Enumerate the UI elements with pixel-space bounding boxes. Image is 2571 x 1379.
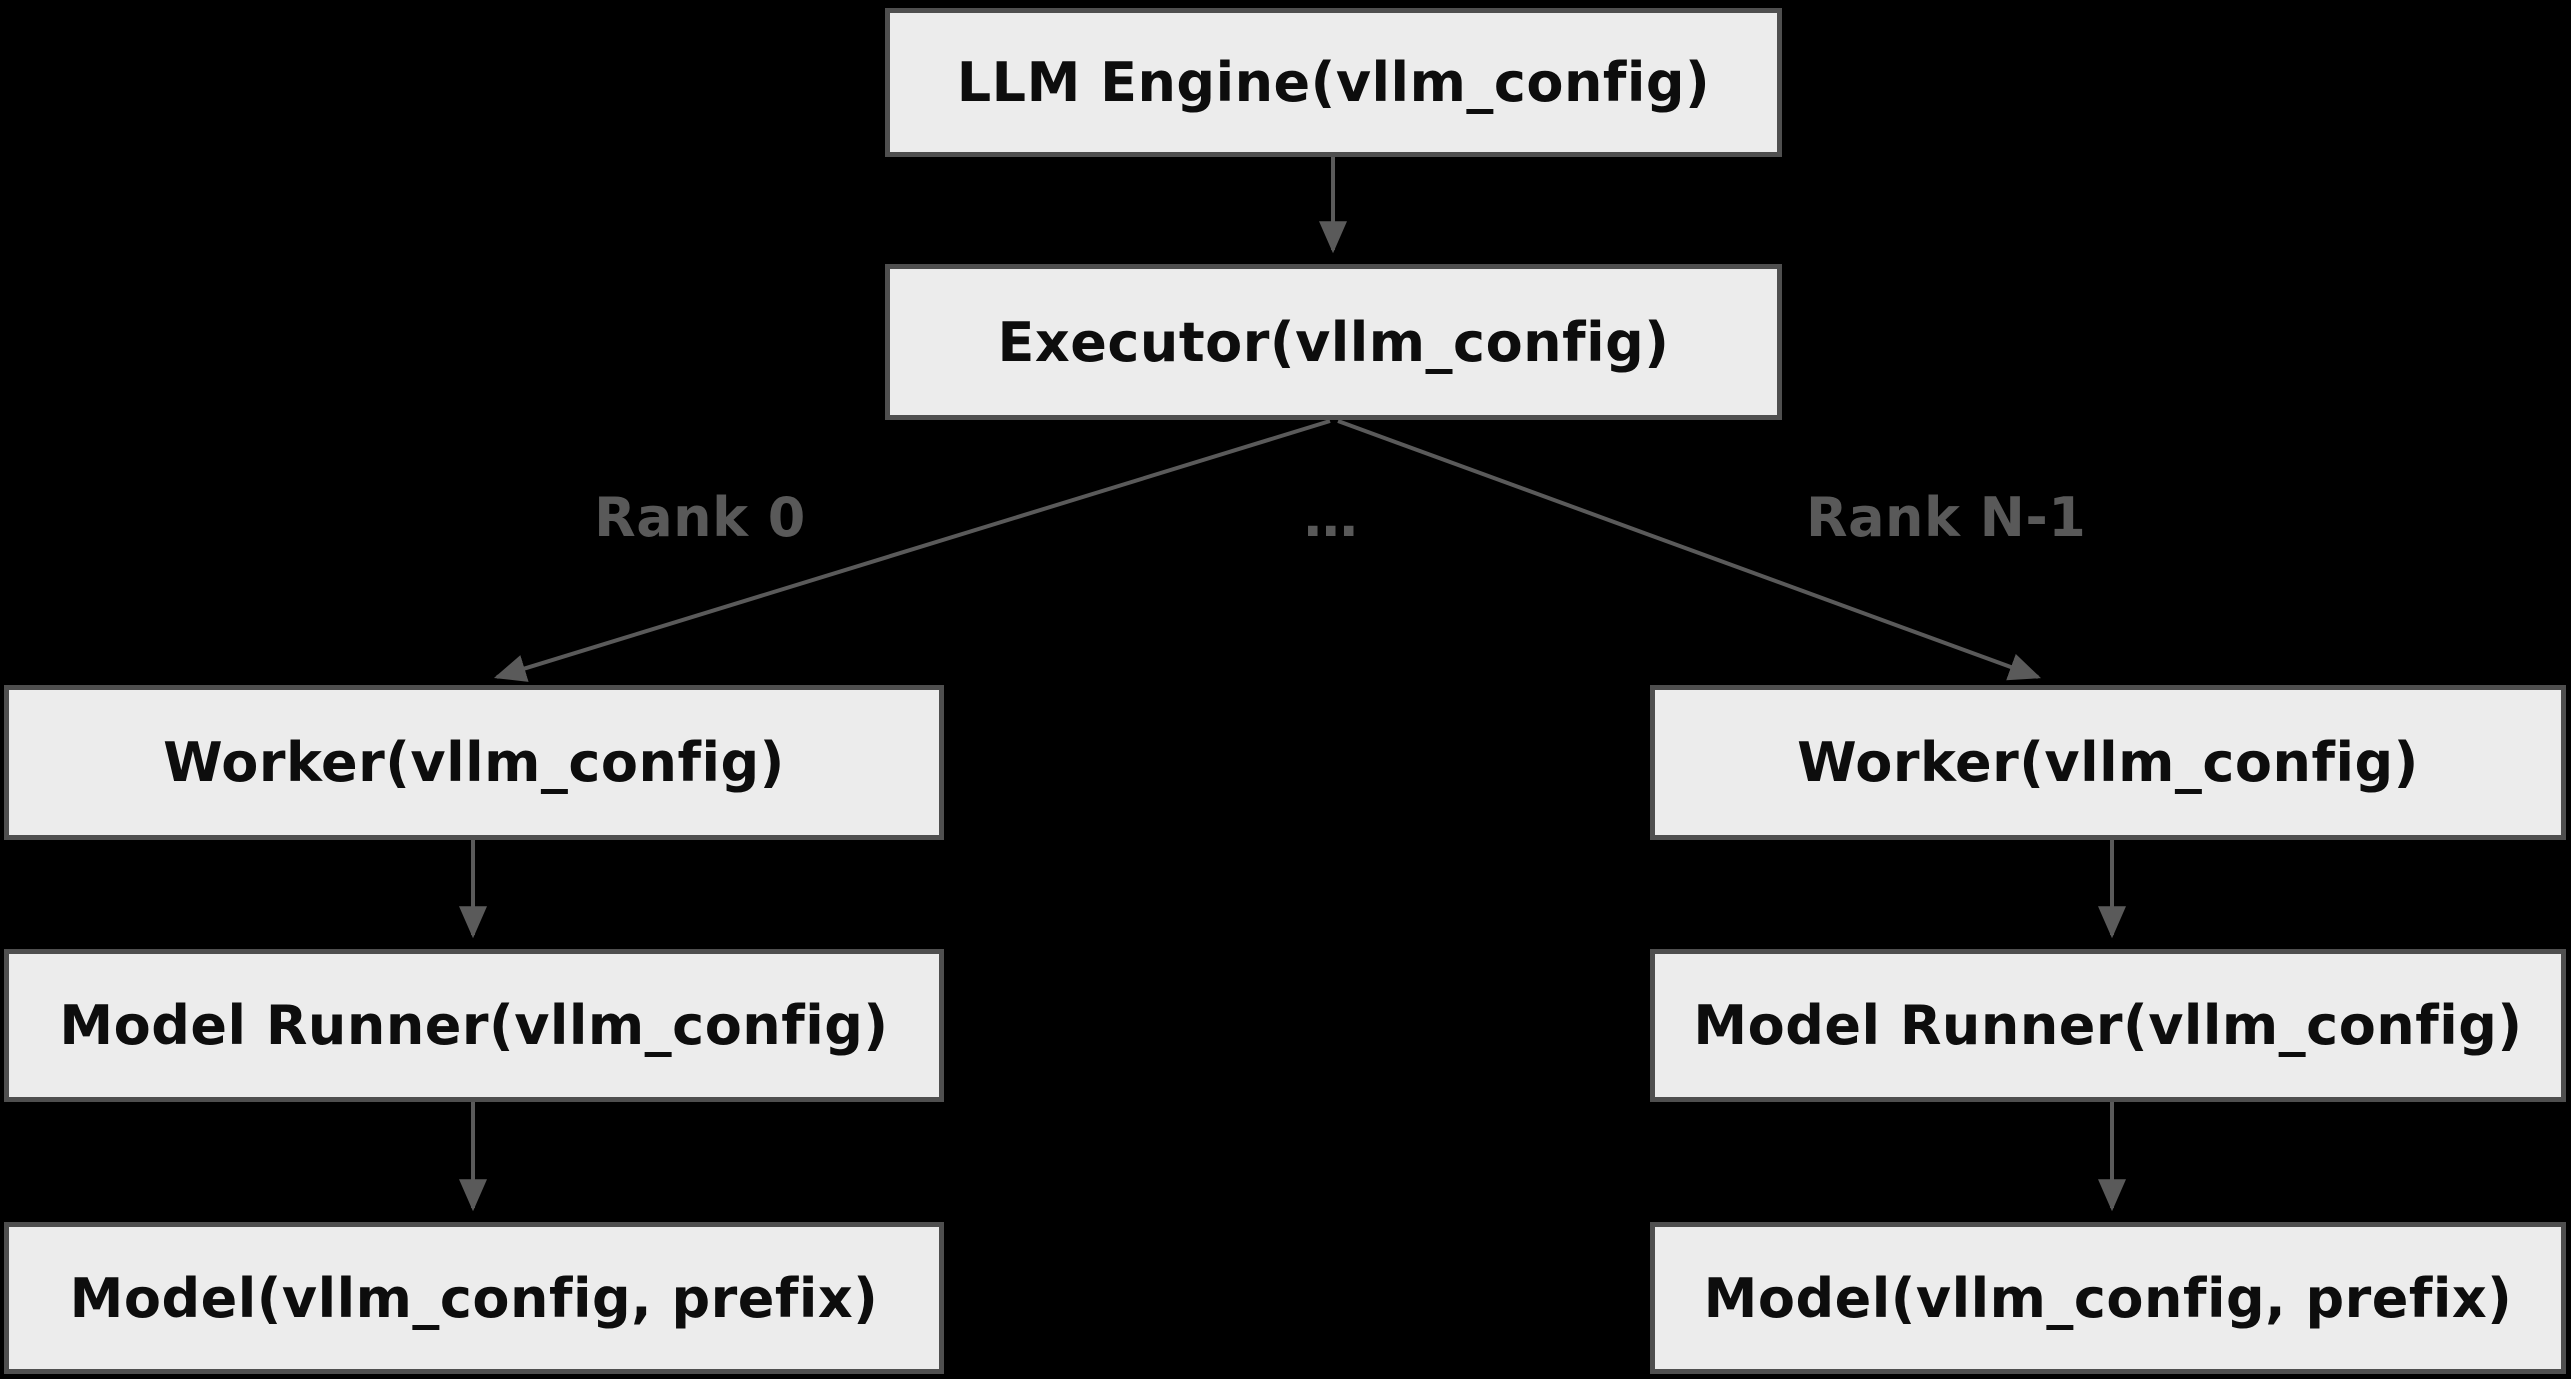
node-model-rank-0: Model(vllm_config, prefix) <box>4 1222 944 1374</box>
node-model-runner-rank-0: Model Runner(vllm_config) <box>4 949 944 1102</box>
edge-executor-to-worker-right <box>1337 419 2042 681</box>
node-model-runner-label: Model Runner(vllm_config) <box>1693 994 2523 1057</box>
node-worker-rank-n-1: Worker(vllm_config) <box>1650 685 2566 840</box>
edge-label-ellipsis: … <box>1303 486 1359 549</box>
node-executor: Executor(vllm_config) <box>885 264 1782 420</box>
node-worker-label: Worker(vllm_config) <box>1797 731 2419 794</box>
node-executor-label: Executor(vllm_config) <box>997 310 1670 374</box>
node-worker-label: Worker(vllm_config) <box>163 731 785 794</box>
edge-executor-to-worker-left <box>493 419 1331 682</box>
edge-label-rank-0: Rank 0 <box>594 486 806 549</box>
node-model-rank-n-1: Model(vllm_config, prefix) <box>1650 1222 2566 1374</box>
node-worker-rank-0: Worker(vllm_config) <box>4 685 944 840</box>
node-model-runner-rank-n-1: Model Runner(vllm_config) <box>1650 949 2566 1102</box>
node-model-label: Model(vllm_config, prefix) <box>69 1266 879 1330</box>
edge-label-rank-n-1: Rank N-1 <box>1806 486 2087 549</box>
node-model-runner-label: Model Runner(vllm_config) <box>59 994 889 1057</box>
node-llm-engine-label: LLM Engine(vllm_config) <box>956 51 1711 114</box>
node-llm-engine: LLM Engine(vllm_config) <box>885 8 1782 157</box>
node-model-label: Model(vllm_config, prefix) <box>1703 1266 2513 1330</box>
